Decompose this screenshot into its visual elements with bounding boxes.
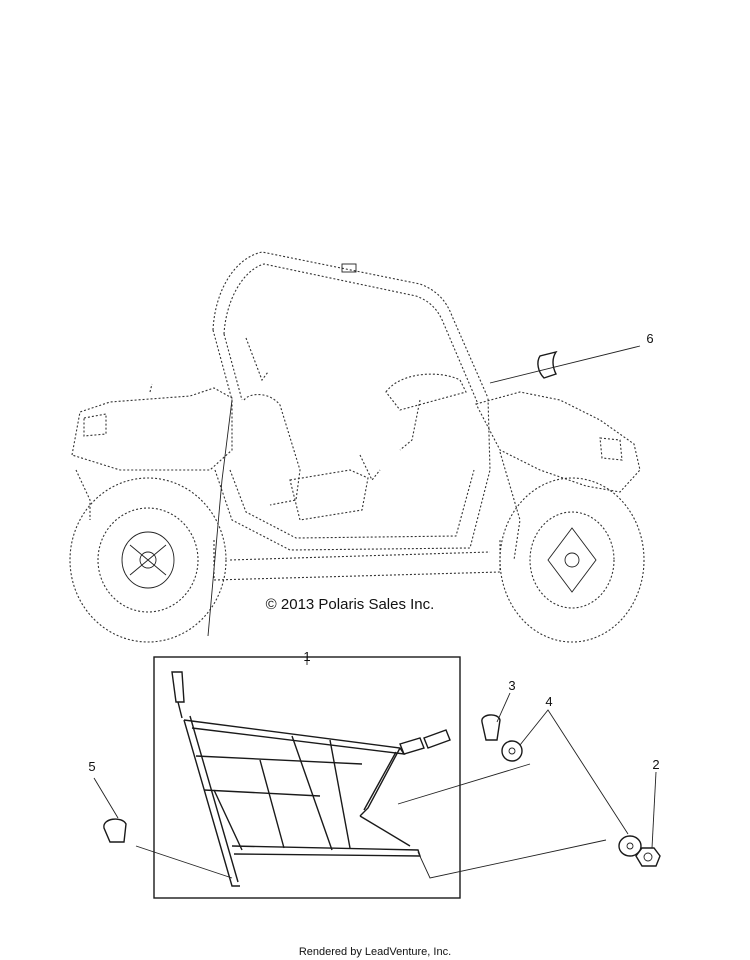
callout-2: 2	[635, 757, 661, 867]
callout-4: 4	[501, 694, 642, 857]
door-kit-panel: 1	[153, 649, 607, 899]
callout-2-label: 2	[652, 757, 659, 772]
harness-line	[207, 399, 233, 637]
callout-1-label: 1	[303, 649, 310, 664]
callout-6-label: 6	[646, 331, 653, 346]
rendered-by-footer: Rendered by LeadVenture, Inc.	[299, 946, 451, 958]
callout-5: 5	[88, 759, 233, 879]
callout-5-label: 5	[88, 759, 95, 774]
callout-3-label: 3	[508, 678, 515, 693]
front-wheel	[499, 477, 645, 643]
copyright-notice: © 2013 Polaris Sales Inc.	[266, 596, 435, 613]
door-net-frame	[171, 671, 451, 887]
callout-6: 6	[489, 331, 654, 384]
vehicle-illustration	[69, 251, 645, 643]
roll-cage	[212, 251, 489, 405]
callout-3: 3	[481, 678, 516, 741]
rear-wheel	[69, 477, 227, 643]
callout-4-label: 4	[545, 694, 552, 709]
vehicle-body	[71, 373, 641, 581]
